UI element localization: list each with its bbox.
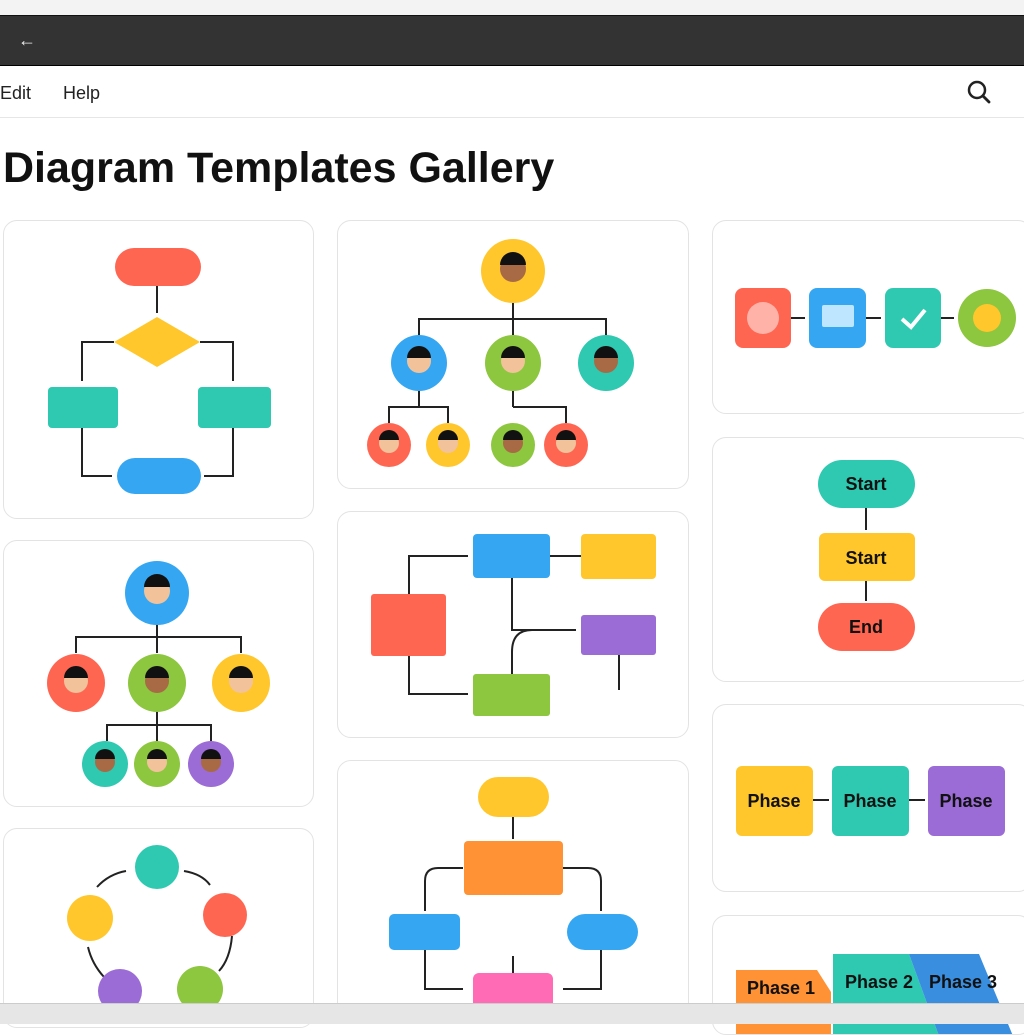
template-card-icon-process[interactable]	[712, 220, 1024, 414]
roadmap-phase-2: Phase 2	[845, 972, 913, 992]
window-top-strip	[0, 0, 1024, 15]
page-title: Diagram Templates Gallery	[3, 144, 555, 192]
phase-flow-diagram: Phase Phase Phase	[736, 766, 1005, 836]
branch-flow-diagram	[371, 534, 656, 716]
template-card-branch-flow[interactable]	[337, 511, 689, 738]
template-card-phase-flow[interactable]: Phase Phase Phase	[712, 704, 1024, 892]
roadmap-phase-3: Phase 3	[929, 972, 997, 992]
title-bar: ←	[0, 15, 1024, 66]
phase-node-1: Phase	[747, 791, 800, 811]
phase-node-2: Phase	[843, 791, 896, 811]
menu-bar: Edit Help	[0, 66, 1024, 118]
flowchart-diagram	[48, 248, 271, 494]
menu-help[interactable]: Help	[63, 83, 101, 103]
cycle-diagram	[67, 845, 247, 1013]
flow-node-end: End	[849, 617, 883, 637]
phase-node-3: Phase	[939, 791, 992, 811]
template-card-org-chart[interactable]	[3, 540, 314, 807]
menu-edit[interactable]: Edit	[0, 83, 32, 103]
search-icon[interactable]	[966, 79, 992, 105]
template-card-team-chart[interactable]	[337, 220, 689, 489]
template-card-start-end-flow[interactable]: Start Start End	[712, 437, 1024, 682]
flow-node-start-2: Start	[845, 548, 886, 568]
process-flow-diagram	[389, 777, 638, 1013]
start-end-flow-diagram: Start Start End	[818, 460, 915, 651]
bottom-bar	[0, 1003, 1024, 1024]
roadmap-phase-1: Phase 1	[747, 978, 815, 998]
arrow-left-icon[interactable]: ←	[18, 30, 36, 50]
template-card-flowchart[interactable]	[3, 220, 314, 519]
team-chart-diagram	[367, 239, 634, 467]
icon-process-diagram	[735, 288, 1016, 348]
org-chart-diagram	[47, 561, 270, 787]
template-card-cycle[interactable]	[3, 828, 314, 1028]
flow-node-start: Start	[845, 474, 886, 494]
template-card-process-flow[interactable]	[337, 760, 689, 1020]
